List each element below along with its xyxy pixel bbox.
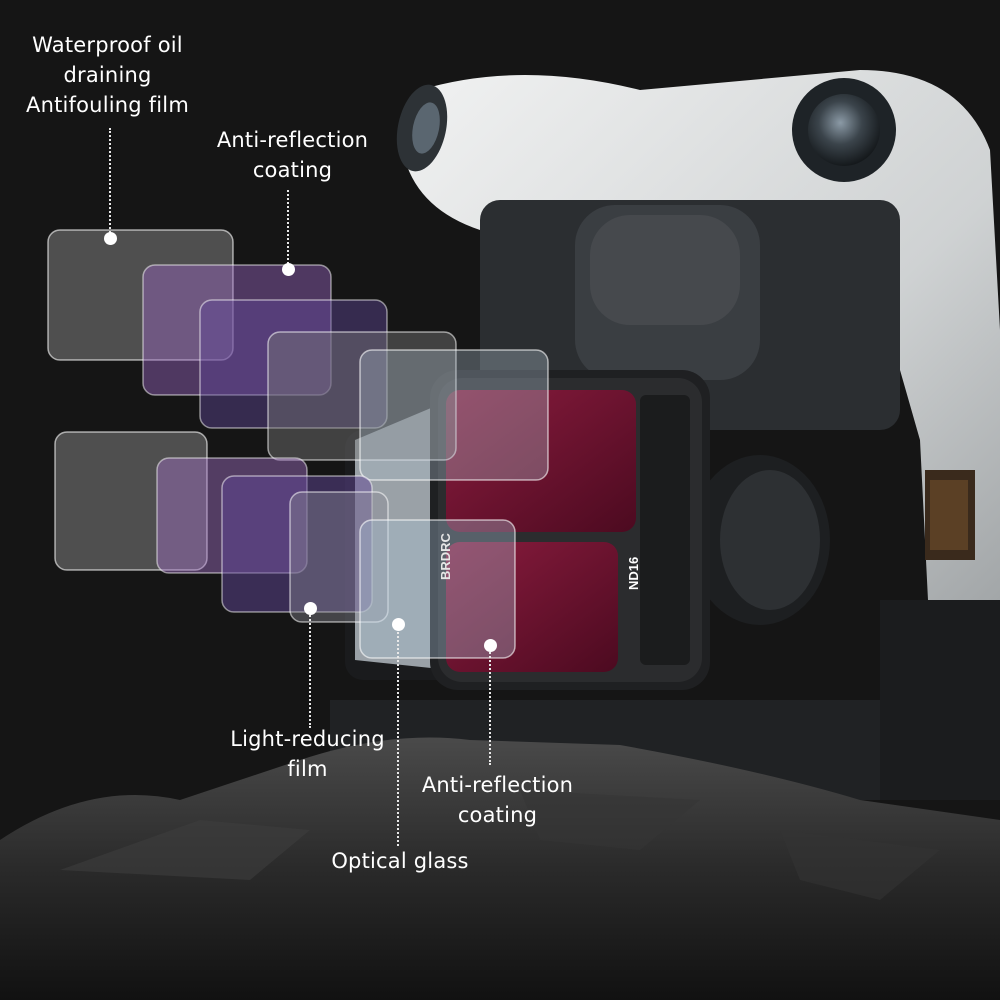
brand-marking: BRDRC [438,532,453,580]
leader-line-light-reducing [309,608,311,728]
label-light-reducing-film: Light-reducing film [230,727,385,781]
callout-dot-anti-reflection-bottom [483,638,497,652]
callout-dot-optical-glass [391,617,405,631]
camera-head [345,370,710,690]
leader-line-anti-reflection-bottom [489,645,491,765]
film-stack-top [47,229,549,481]
leader-line-optical-glass [397,624,399,846]
callout-dot-waterproof [103,231,117,245]
leader-line-waterproof [109,128,111,236]
filter-marking: ND16 [626,557,641,590]
leader-line-anti-reflection-top [287,190,289,268]
gimbal [330,200,1000,800]
label-anti-reflection-bottom: Anti-reflection coating [421,773,574,827]
label-anti-reflection-top: Anti-reflection coating [216,128,369,182]
label-optical-glass: Optical glass [331,849,469,873]
callout-dot-anti-reflection-top [281,262,295,276]
callout-dot-light-reducing [303,601,317,615]
label-waterproof-film: Waterproof oil draining Antifouling film [26,33,189,117]
rock [0,737,1000,1000]
